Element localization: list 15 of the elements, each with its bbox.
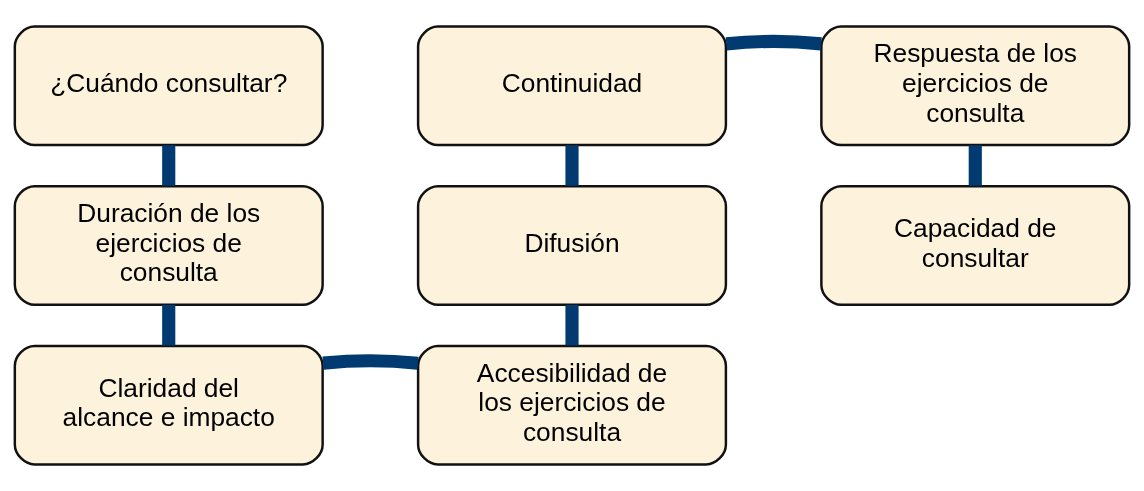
- connector: [322, 354, 419, 370]
- connector: [565, 145, 579, 186]
- node-box: Respuesta de los ejercicios de consulta: [820, 25, 1131, 147]
- node-box: Duración de los ejercicios de consulta: [13, 185, 324, 306]
- node-box: ¿Cuándo consultar?: [13, 25, 324, 147]
- connector: [725, 34, 822, 51]
- node-box: Capacidad de consultar: [820, 185, 1131, 306]
- connector: [162, 145, 176, 186]
- node-box: Accesibilidad de los ejercicios de consulta: [416, 344, 728, 466]
- connector: [565, 304, 579, 346]
- connector: [968, 145, 982, 186]
- node-box: Claridad del alcance e impacto: [13, 344, 324, 466]
- node-box: Difusión: [416, 185, 728, 306]
- node-box: Continuidad: [416, 25, 728, 147]
- connector: [162, 304, 176, 346]
